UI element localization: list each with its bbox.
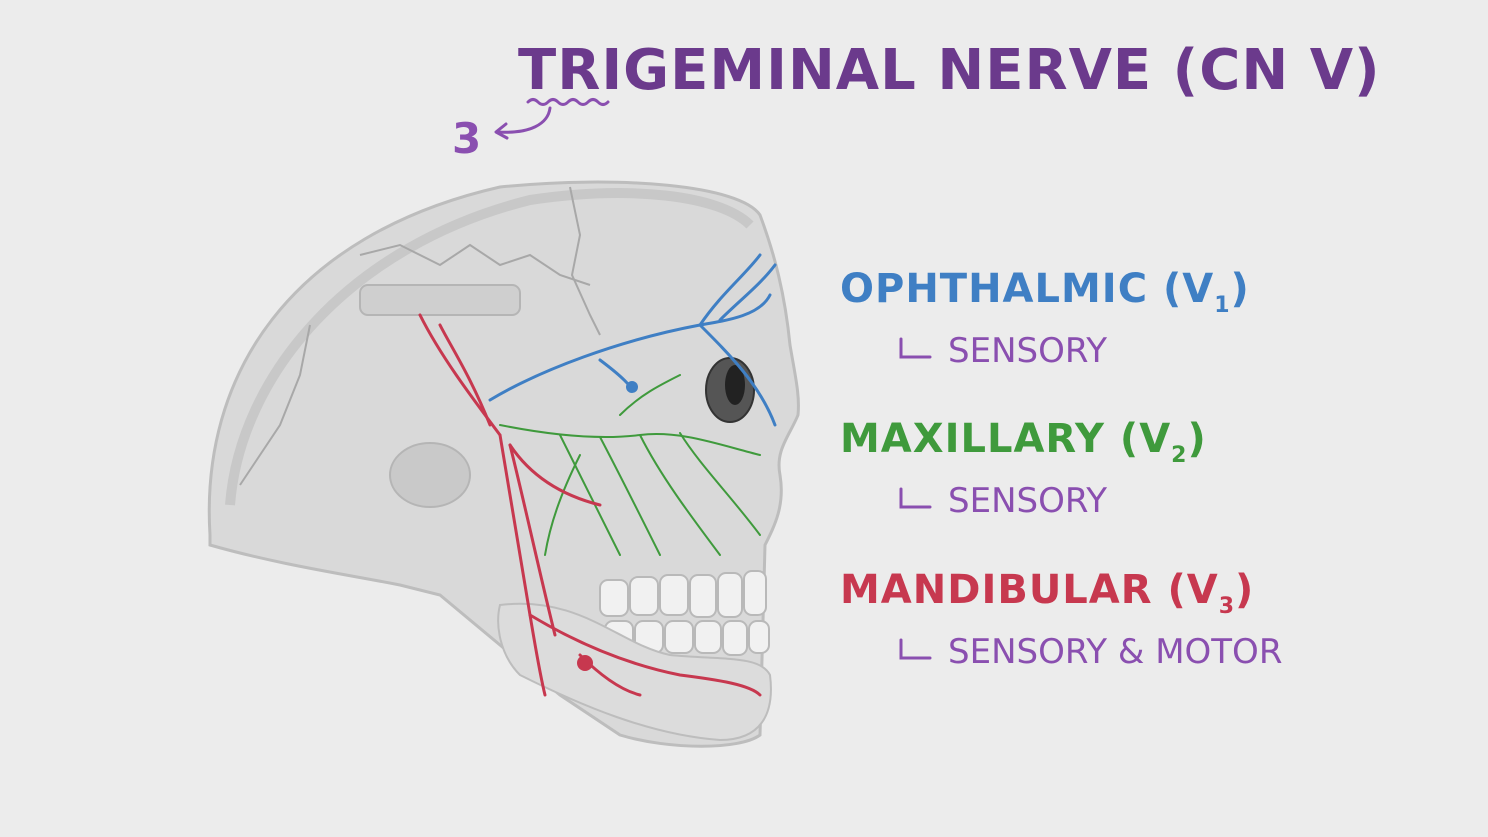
page-title: TRIGEMINAL NERVE (CN V) xyxy=(518,38,1381,103)
elbow-connector-icon xyxy=(899,487,932,509)
branch-name: OPHTHALMIC (V1) xyxy=(840,266,1250,318)
elbow-connector-icon xyxy=(899,337,932,359)
annotation-number: 3 xyxy=(452,114,482,163)
branch-ophthalmic: OPHTHALMIC (V1) SENSORY xyxy=(840,266,1250,371)
skull-illustration xyxy=(207,180,800,748)
branch-mandibular: MANDIBULAR (V3) SENSORY & MOTOR xyxy=(840,567,1282,672)
branch-maxillary: MAXILLARY (V2) SENSORY xyxy=(840,416,1207,521)
branch-name: MANDIBULAR (V3) xyxy=(840,567,1255,619)
elbow-connector-icon xyxy=(899,638,932,660)
annotation-arrow-icon xyxy=(494,98,610,140)
branch-function: SENSORY xyxy=(898,331,1250,371)
branch-function: SENSORY xyxy=(898,481,1207,521)
branch-function: SENSORY & MOTOR xyxy=(898,632,1282,672)
branch-name: MAXILLARY (V2) xyxy=(840,416,1207,468)
